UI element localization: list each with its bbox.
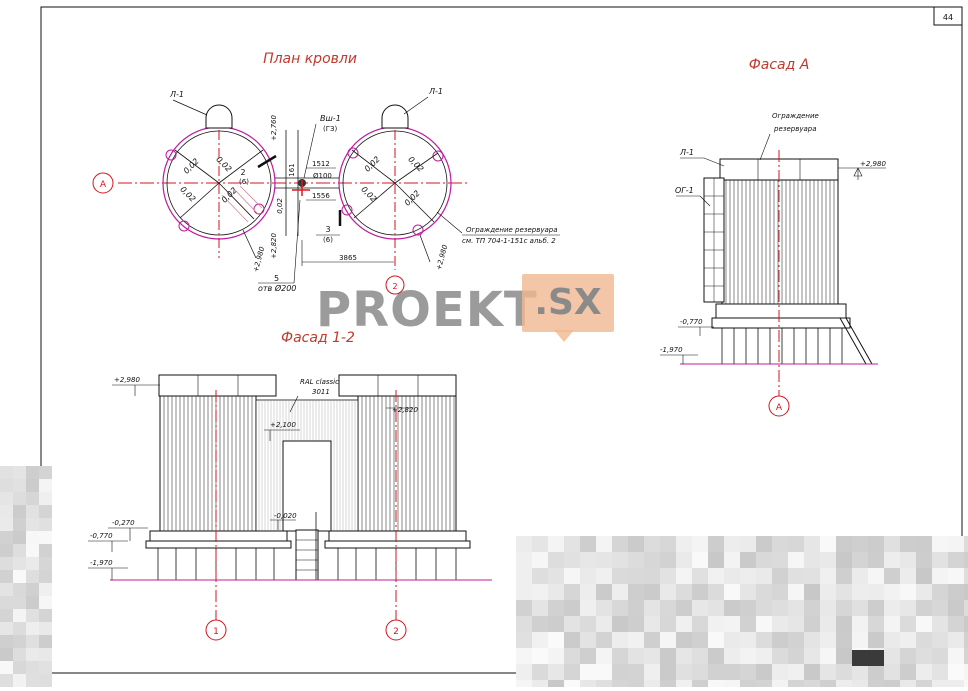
svg-text:-0,270: -0,270 (112, 519, 135, 527)
svg-text:1556: 1556 (312, 192, 330, 200)
svg-text:2: 2 (392, 282, 397, 291)
svg-text:А: А (776, 403, 783, 413)
fence-note-1: Ограждение резервуара (466, 226, 558, 234)
svg-text:0,02: 0,02 (406, 155, 425, 174)
svg-text:-1,970: -1,970 (90, 559, 113, 567)
svg-text:Ограждение: Ограждение (772, 112, 819, 120)
facade-a-piles (721, 328, 843, 364)
svg-text:0,02: 0,02 (182, 157, 201, 176)
axis-a-bubble (92, 172, 114, 194)
ral-label-2: 3011 (312, 388, 330, 396)
svg-text:0,02: 0,02 (276, 198, 284, 214)
svg-text:0,02: 0,02 (214, 155, 233, 174)
manhole-left (205, 104, 233, 129)
axis-1-bubble (205, 619, 227, 641)
facade-a-l1: Л-1 (679, 148, 694, 157)
l1-right-label: Л-1 (428, 87, 443, 96)
svg-text:3865: 3865 (339, 254, 357, 262)
watermark-badge-text: .SX (534, 282, 602, 323)
svg-text:+2,820: +2,820 (270, 233, 278, 259)
svg-text:+2,980: +2,980 (114, 376, 140, 384)
manhole-right (381, 104, 409, 129)
roof-plan: А 0,02 0,02 0,02 0,02 Л-1 (92, 87, 560, 295)
svg-text:3: 3 (325, 225, 330, 234)
svg-text:2: 2 (240, 168, 245, 177)
svg-text:0,02: 0,02 (220, 186, 239, 205)
sheet-frame (40, 6, 963, 674)
svg-text:161: 161 (288, 163, 296, 176)
hole-label: отв Ø200 (258, 283, 296, 293)
roof-plan-title: План кровли (263, 51, 357, 67)
l1-left-label: Л-1 (169, 90, 184, 99)
watermark-badge: .SX (522, 274, 614, 332)
svg-text:0,02: 0,02 (403, 189, 422, 208)
axis-a-label: А (100, 180, 107, 190)
svg-text:+2,980: +2,980 (435, 243, 450, 271)
svg-text:+2,820: +2,820 (392, 406, 418, 414)
facade-12-right-cladding (361, 396, 455, 531)
facade-a: А Ограждение резервуара Л-1 ОГ-1 +2,980 … (660, 112, 886, 417)
svg-text:резервуара: резервуара (773, 125, 817, 133)
svg-text:+2,980: +2,980 (252, 245, 267, 273)
svg-text:Вш-1: Вш-1 (320, 114, 341, 123)
watermark-text: PROEKT (316, 282, 538, 338)
axis-2-bubble (385, 619, 407, 641)
svg-text:-0,770: -0,770 (90, 532, 113, 540)
watermark: PROEKT .SX (316, 272, 616, 346)
svg-text:(6): (6) (323, 236, 333, 244)
svg-text:Ø100: Ø100 (313, 172, 332, 180)
svg-text:+2,100: +2,100 (270, 421, 296, 429)
ral-label-1: RAL classic (300, 378, 339, 386)
svg-text:0,02: 0,02 (178, 185, 197, 204)
fence-note-2: см. ТП 704-1-151с альб. 2 (462, 237, 556, 245)
facade-12-left-cladding (163, 396, 253, 531)
svg-text:1: 1 (213, 627, 219, 637)
svg-text:(ГЗ): (ГЗ) (323, 125, 337, 133)
svg-text:2: 2 (393, 627, 399, 637)
axis-a-bubble-facade (768, 395, 790, 417)
axis-2-bubble-plan (385, 275, 405, 295)
facade-a-og1: ОГ-1 (675, 186, 694, 195)
svg-text:-0,770: -0,770 (680, 318, 703, 326)
facade-a-title: Фасад А (749, 57, 810, 73)
svg-text:5: 5 (274, 274, 279, 283)
facade-a-cladding (725, 180, 835, 304)
watermark-badge-tail (554, 330, 574, 342)
facade-12-title: Фасад 1-2 (281, 330, 355, 346)
svg-text:+2,760: +2,760 (270, 115, 278, 141)
svg-text:-1,970: -1,970 (660, 346, 683, 354)
svg-text:1512: 1512 (312, 160, 330, 168)
svg-text:(6): (6) (239, 178, 249, 186)
facade-12: 1 2 +2,980 +2,820 +2,100 -0,020 -0,270 -… (88, 374, 492, 641)
svg-text:0,02: 0,02 (359, 185, 378, 204)
svg-text:-0,020: -0,020 (274, 512, 297, 520)
pixelated-area-left (0, 466, 52, 687)
svg-text:+2,980: +2,980 (860, 160, 886, 168)
door-opening (282, 440, 332, 532)
sheet-number: 44 (943, 13, 953, 22)
pixelated-area-bottom-right (516, 536, 968, 687)
